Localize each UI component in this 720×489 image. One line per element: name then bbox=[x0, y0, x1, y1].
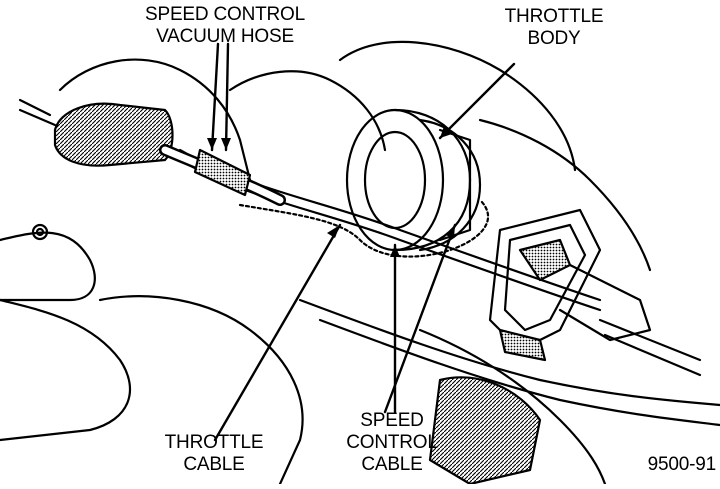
vacuum-hose-fitting bbox=[193, 148, 252, 197]
label-line: BODY bbox=[527, 28, 581, 49]
center-hand bbox=[228, 70, 387, 152]
leader-vacuum-hose-a bbox=[210, 42, 220, 152]
label-line: CONTROL bbox=[346, 432, 438, 453]
left-bracket bbox=[0, 231, 96, 302]
cable-bracket bbox=[488, 208, 602, 352]
label-line: SPEED bbox=[360, 410, 424, 431]
lower-right-housing bbox=[418, 328, 607, 486]
lower-right-textured-housing bbox=[428, 376, 542, 486]
lower-hand bbox=[98, 295, 304, 486]
label-line: THROTTLE bbox=[164, 432, 264, 453]
upper-left-hand bbox=[58, 58, 252, 182]
label-line: SPEED CONTROL bbox=[145, 4, 305, 25]
nut bbox=[31, 223, 49, 241]
label-throttle-body: THROTTLE BODY bbox=[498, 6, 610, 50]
right-hand-fingers bbox=[478, 118, 652, 272]
label-line: THROTTLE bbox=[504, 6, 604, 27]
label-speed-control-cable: SPEED CONTROL CABLE bbox=[340, 410, 444, 476]
leader-speed-control-a bbox=[383, 223, 457, 414]
leader-lines bbox=[210, 42, 516, 442]
leader-throttle-cable bbox=[213, 223, 342, 442]
vacuum-connector-body bbox=[53, 102, 174, 167]
label-line: CABLE bbox=[183, 454, 245, 475]
leader-throttle-body bbox=[438, 62, 516, 140]
label-line: CABLE bbox=[361, 454, 423, 475]
leader-vacuum-hose-b bbox=[224, 42, 230, 152]
figure-code: 9500-91 bbox=[647, 454, 717, 475]
leader-arrowheads bbox=[207, 126, 455, 257]
throttle-body-drum-inner bbox=[363, 130, 427, 230]
right-upper-hand bbox=[338, 40, 577, 172]
label-speed-control-vacuum-hose: SPEED CONTROL VACUUM HOSE bbox=[140, 4, 310, 48]
label-throttle-cable: THROTTLE CABLE bbox=[152, 432, 276, 476]
left-lower-housing bbox=[0, 298, 132, 442]
label-line: VACUUM HOSE bbox=[156, 26, 294, 47]
bottom-sweep-2 bbox=[318, 318, 720, 427]
bottom-sweep bbox=[298, 298, 720, 407]
